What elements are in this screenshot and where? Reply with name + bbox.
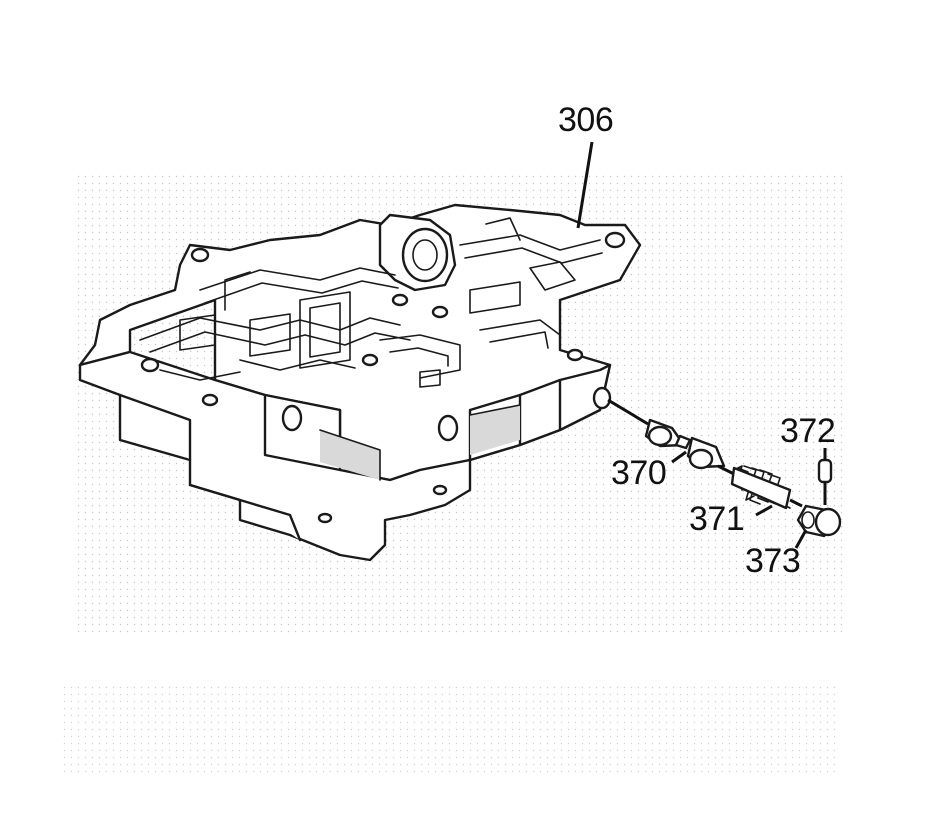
callout-372: 372 — [780, 412, 835, 450]
spring-371 — [730, 465, 792, 510]
valve-component-assembly — [607, 398, 842, 538]
retainer-pin-372 — [817, 448, 833, 505]
valve-body — [78, 203, 642, 562]
leader-371 — [755, 504, 773, 517]
callout-labels: 306 370 371 372 373 — [558, 101, 836, 580]
oil-channels — [139, 217, 603, 388]
callout-373: 373 — [745, 542, 800, 580]
callout-371: 371 — [689, 500, 744, 538]
callout-306: 306 — [558, 101, 613, 139]
bore-plug-373 — [796, 504, 842, 538]
leader-370 — [671, 450, 687, 464]
leader-373 — [794, 529, 808, 549]
callout-370: 370 — [611, 454, 666, 492]
explode-axis-line — [607, 398, 649, 426]
leader-lines — [576, 141, 808, 549]
bolt-holes — [140, 231, 626, 524]
valve-spool-370 — [644, 418, 726, 470]
leader-306 — [576, 141, 594, 229]
